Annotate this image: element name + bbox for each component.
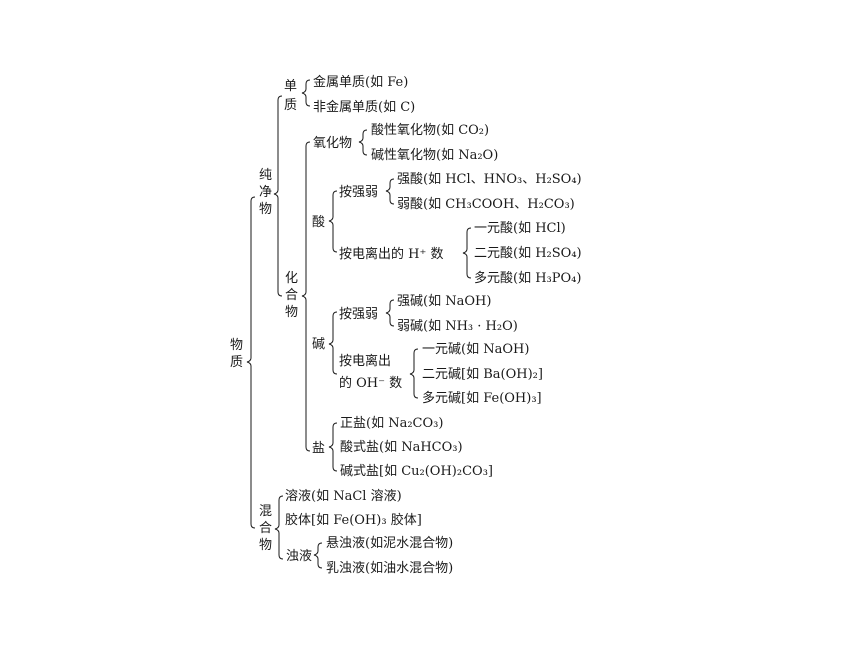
brace-acid-h <box>462 227 472 279</box>
strong-base: 强碱(如 NaOH) <box>397 293 491 309</box>
brace-oxide <box>358 129 368 156</box>
dibasic-base: 二元碱[如 Ba(OH)₂] <box>422 366 543 382</box>
monoprotic-acid: 一元酸(如 HCl) <box>474 220 566 236</box>
acid-by-h-label: 按电离出的 H⁺ 数 <box>339 246 443 262</box>
brace-acid-strength <box>385 178 395 205</box>
emulsion: 乳浊液(如油水混合物) <box>326 560 453 576</box>
turbid-label: 浊液 <box>286 549 312 564</box>
base-label: 碱 <box>312 337 325 352</box>
svg-text:物质: 物质 <box>230 338 243 370</box>
polybasic-base: 多元碱[如 Fe(OH)₃] <box>422 390 542 406</box>
salt-label: 盐 <box>312 441 325 456</box>
nonmetal-element: 非金属单质(如 C) <box>313 99 415 115</box>
brace-base-oh <box>409 348 419 399</box>
colloid: 胶体[如 Fe(OH)₃ 胶体] <box>285 512 422 528</box>
svg-text:混合物: 混合物 <box>259 504 272 553</box>
acid-label: 酸 <box>312 215 325 230</box>
mixture-label: 混合物 <box>259 504 272 553</box>
weak-base: 弱碱(如 NH₃ · H₂O) <box>397 318 518 334</box>
brace-compound <box>301 141 311 452</box>
brace-base-strength <box>385 299 395 327</box>
base-by-oh-label-line1: 按电离出 <box>339 353 391 369</box>
brace-base <box>328 311 338 375</box>
diprotic-acid: 二元酸(如 H₂SO₄) <box>474 245 582 261</box>
brace-mixture <box>274 495 284 560</box>
normal-salt: 正盐(如 Na₂CO₃) <box>340 415 443 431</box>
acidic-oxide: 酸性氧化物(如 CO₂) <box>371 122 489 138</box>
oxide-label: 氧化物 <box>313 136 352 151</box>
weak-acid: 弱酸(如 CH₃COOH、H₂CO₃) <box>397 196 575 212</box>
polyprotic-acid: 多元酸(如 H₃PO₄) <box>474 270 581 286</box>
suspension: 悬浊液(如泥水混合物) <box>326 535 453 551</box>
compound-label: 化合物 <box>285 271 298 320</box>
strong-acid: 强酸(如 HCl、HNO₃、H₂SO₄) <box>397 171 582 187</box>
brace-turbid <box>313 542 323 569</box>
metal-element: 金属单质(如 Fe) <box>313 74 408 90</box>
brace-acid <box>328 190 338 253</box>
basic-salt: 碱式盐[如 Cu₂(OH)₂CO₃] <box>340 463 493 479</box>
svg-text:纯净物: 纯净物 <box>259 168 272 217</box>
basic-oxide: 碱性氧化物(如 Na₂O) <box>371 147 498 163</box>
solution: 溶液(如 NaCl 溶液) <box>285 488 402 504</box>
brace-element <box>301 79 311 107</box>
svg-text:化合物: 化合物 <box>285 271 298 320</box>
root-label: 物质 <box>230 338 243 370</box>
acid-by-strength-label: 按强弱 <box>339 185 378 200</box>
brace-pure <box>273 95 283 297</box>
base-by-strength-label: 按强弱 <box>339 307 378 322</box>
pure-substance-label: 纯净物 <box>259 168 272 217</box>
svg-text:单质: 单质 <box>284 79 297 113</box>
brace-salt <box>328 422 338 472</box>
base-by-oh-label-line2: 的 OH⁻ 数 <box>339 375 402 391</box>
element-label: 单质 <box>284 79 297 113</box>
monobasic-base: 一元碱(如 NaOH) <box>422 341 529 357</box>
brace-root <box>246 196 256 529</box>
acid-salt: 酸式盐(如 NaHCO₃) <box>340 439 463 455</box>
